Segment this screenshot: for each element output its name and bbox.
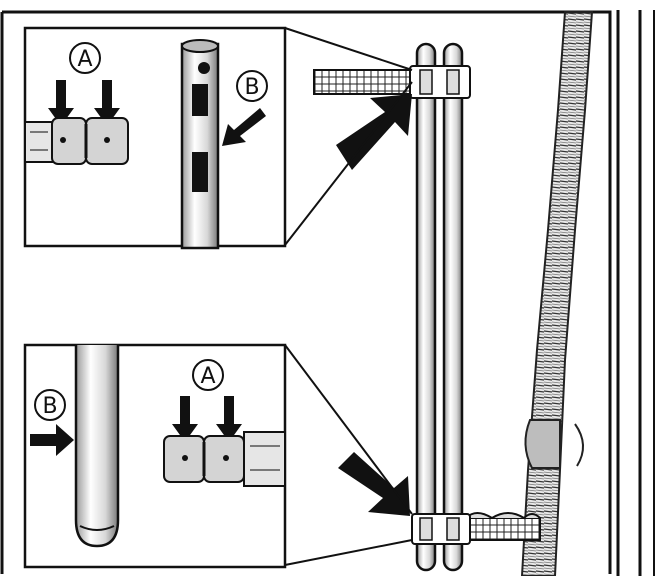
arrow-down-icon [172,396,198,442]
corrugated-hose-icon [520,11,594,576]
label-b-circle [236,70,268,102]
callout-label-a: A [77,47,92,72]
callout-label-a: A [200,364,215,389]
callout-leaders [284,27,413,566]
tube-pair [415,42,464,572]
marker-band [192,152,208,192]
arrow-down-icon [94,80,120,126]
bottom-callout: B A [23,343,287,569]
bottom-bracket [411,512,541,545]
frame [0,10,655,576]
clamp-icon [163,431,286,487]
callout-label-b: B [42,394,57,419]
tube-icon [74,345,120,548]
label-b-circle [34,389,66,421]
label-a-circle [192,359,224,391]
callout-label-b: B [244,75,259,100]
arrow-right-icon [338,452,410,516]
label-a-circle [69,42,101,74]
arrow-down-icon [216,396,242,442]
arrow-left-icon [222,108,266,146]
top-callout: A B [23,26,287,250]
arrow-right-icon [30,424,74,456]
top-bracket [313,65,471,99]
clamp-icon [24,117,129,165]
tube-icon [180,39,220,250]
arrow-down-icon [48,80,74,126]
marker-band [192,84,208,116]
